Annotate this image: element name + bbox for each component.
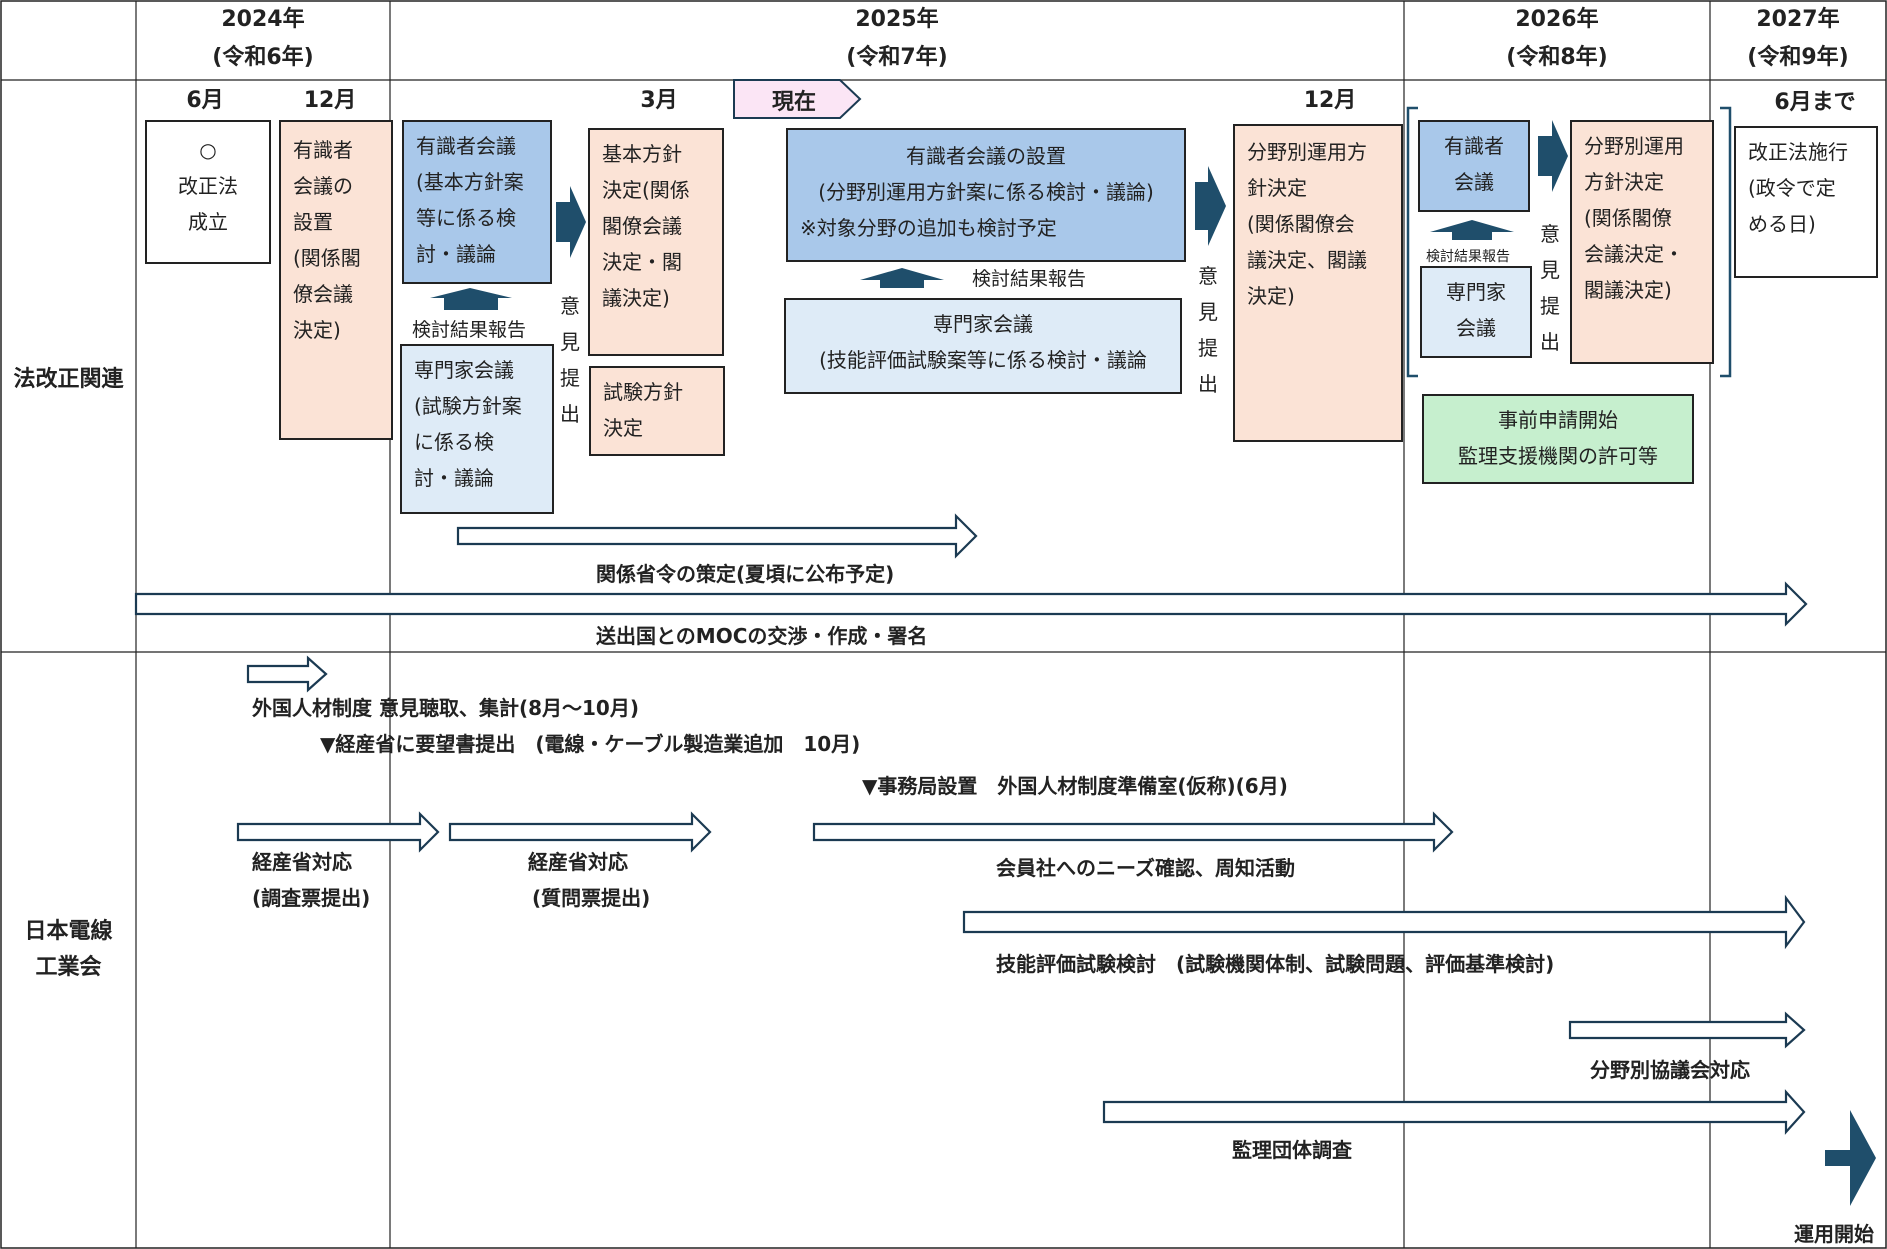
year-header-2027: 2027年 (令和9年) [1710,1,1886,77]
secretariat-label: ▼事務局設置 外国人材制度準備室(仮称)(6月) [862,774,1288,798]
year-header-2024: 2024年 (令和6年) [136,1,390,77]
hearing-arrow [246,655,328,693]
year-label: 2027年 [1756,7,1840,32]
ordinance-arrow [456,513,978,559]
law-passed-box: ○ 改正法 成立 [145,120,271,264]
month-2024-6: 6月 [186,88,224,113]
expert-meeting-basic-box: 有識者会議 (基本方針案 等に係る検 討・議論 [402,120,552,284]
skill-exam-arrow [962,894,1806,950]
era-label: (令和9年) [1747,45,1849,70]
supervisory-arrow [1102,1089,1806,1135]
up-arrow-icon [860,268,944,288]
operation-start-label: 運用開始 [1794,1222,1874,1246]
now-marker: 現在 [771,90,816,115]
meti-request-label: ▼経産省に要望書提出 (電線・ケーブル製造業追加 10月) [320,732,861,756]
enforcement-box: 改正法施行 (政令で定 める日) [1734,126,1878,278]
meti-survey-sub-label: (調査票提出) [252,886,371,910]
meti-question-sub-label: (質問票提出) [532,886,651,910]
era-label: (令和7年) [846,45,948,70]
bracket-left [1406,106,1418,378]
field-council-arrow [1568,1011,1806,1049]
now-marker-shape [733,79,862,119]
year-header-2025: 2025年 (令和7年) [390,1,1404,77]
opinion-submit-label: 意 見 提 出 [1198,264,1218,396]
up-arrow-icon [1430,220,1514,240]
year-label: 2024年 [221,7,305,32]
supervisory-survey-label: 監理団体調査 [1232,1138,1352,1162]
opinion-submit-label: 意 見 提 出 [560,294,580,426]
pre-application-box: 事前申請開始 監理支援機関の許可等 [1422,394,1694,484]
year-label: 2025年 [855,7,939,32]
skill-exam-label: 技能評価試験検討 (試験機関体制、試験問題、評価基準検討) [996,952,1555,976]
field-policy-2025-box: 分野別運用方 針決定 (関係閣僚会 議決定、閣議 決定) [1233,124,1403,442]
member-needs-label: 会員社へのニーズ確認、周知活動 [996,856,1295,880]
expert-2026-box: 有識者 会議 [1418,120,1530,212]
review-report-label: 検討結果報告 [972,268,1087,290]
row-label-line: 工業会 [35,955,102,980]
exam-policy-box: 試験方針 決定 [589,366,725,456]
year-label: 2026年 [1515,7,1599,32]
expert-panel-2024-box: 有識者 会議の 設置 (関係閣 僚会議 決定) [279,120,393,440]
row-label-law: 法改正関連 [13,367,124,392]
arrow-icon [1538,120,1568,192]
month-2027-6: 6月まで [1774,90,1856,115]
row-label-association: 日本電線 工業会 [1,914,136,986]
arrow-icon [1195,166,1226,246]
moc-arrow [134,581,1808,627]
specialist-skill-box: 専門家会議 (技能評価試験案等に係る検討・議論 [784,298,1182,394]
year-header-2026: 2026年 (令和8年) [1404,1,1710,77]
foreign-hearing-label: 外国人材制度 意見聴取、集計(8月～10月) [252,696,639,720]
review-report-label: 検討結果報告 [412,319,527,341]
specialist-exam-box: 専門家会議 (試験方針案 に係る検 討・議論 [400,344,554,514]
meti-survey-arrow [236,811,440,853]
specialist-2026-box: 専門家 会議 [1420,266,1532,358]
row-label-line: 日本電線 [24,919,113,944]
meti-question-label: 経産省対応 [528,850,628,874]
operation-start-arrow-icon [1825,1110,1876,1206]
basic-policy-box: 基本方針 決定(関係 閣僚会議 決定・閣 議決定) [588,128,724,356]
ordinance-label: 関係省令の策定(夏頃に公布予定) [596,562,895,586]
month-2025-3: 3月 [640,88,678,113]
expert-panel-field-box: 有識者会議の設置 (分野別運用方針案に係る検討・議論) ※対象分野の追加も検討予… [786,128,1186,262]
era-label: (令和8年) [1506,45,1608,70]
up-arrow-icon [430,288,512,310]
field-policy-2026-box: 分野別運用 方針決定 (関係閣僚 会議決定・ 閣議決定) [1570,120,1714,364]
field-council-label: 分野別協議会対応 [1590,1058,1750,1082]
era-label: (令和6年) [212,45,314,70]
month-2025-12: 12月 [1303,88,1357,113]
arrow-icon [556,186,586,258]
member-needs-arrow [812,811,1454,853]
meti-question-arrow [448,811,712,853]
moc-label: 送出国とのMOCの交渉・作成・署名 [596,624,928,648]
bracket-right [1720,106,1732,378]
meti-survey-label: 経産省対応 [252,850,352,874]
month-2024-12: 12月 [303,88,357,113]
review-report-label: 検討結果報告 [1426,249,1510,265]
opinion-submit-label: 意 見 提 出 [1540,222,1560,354]
